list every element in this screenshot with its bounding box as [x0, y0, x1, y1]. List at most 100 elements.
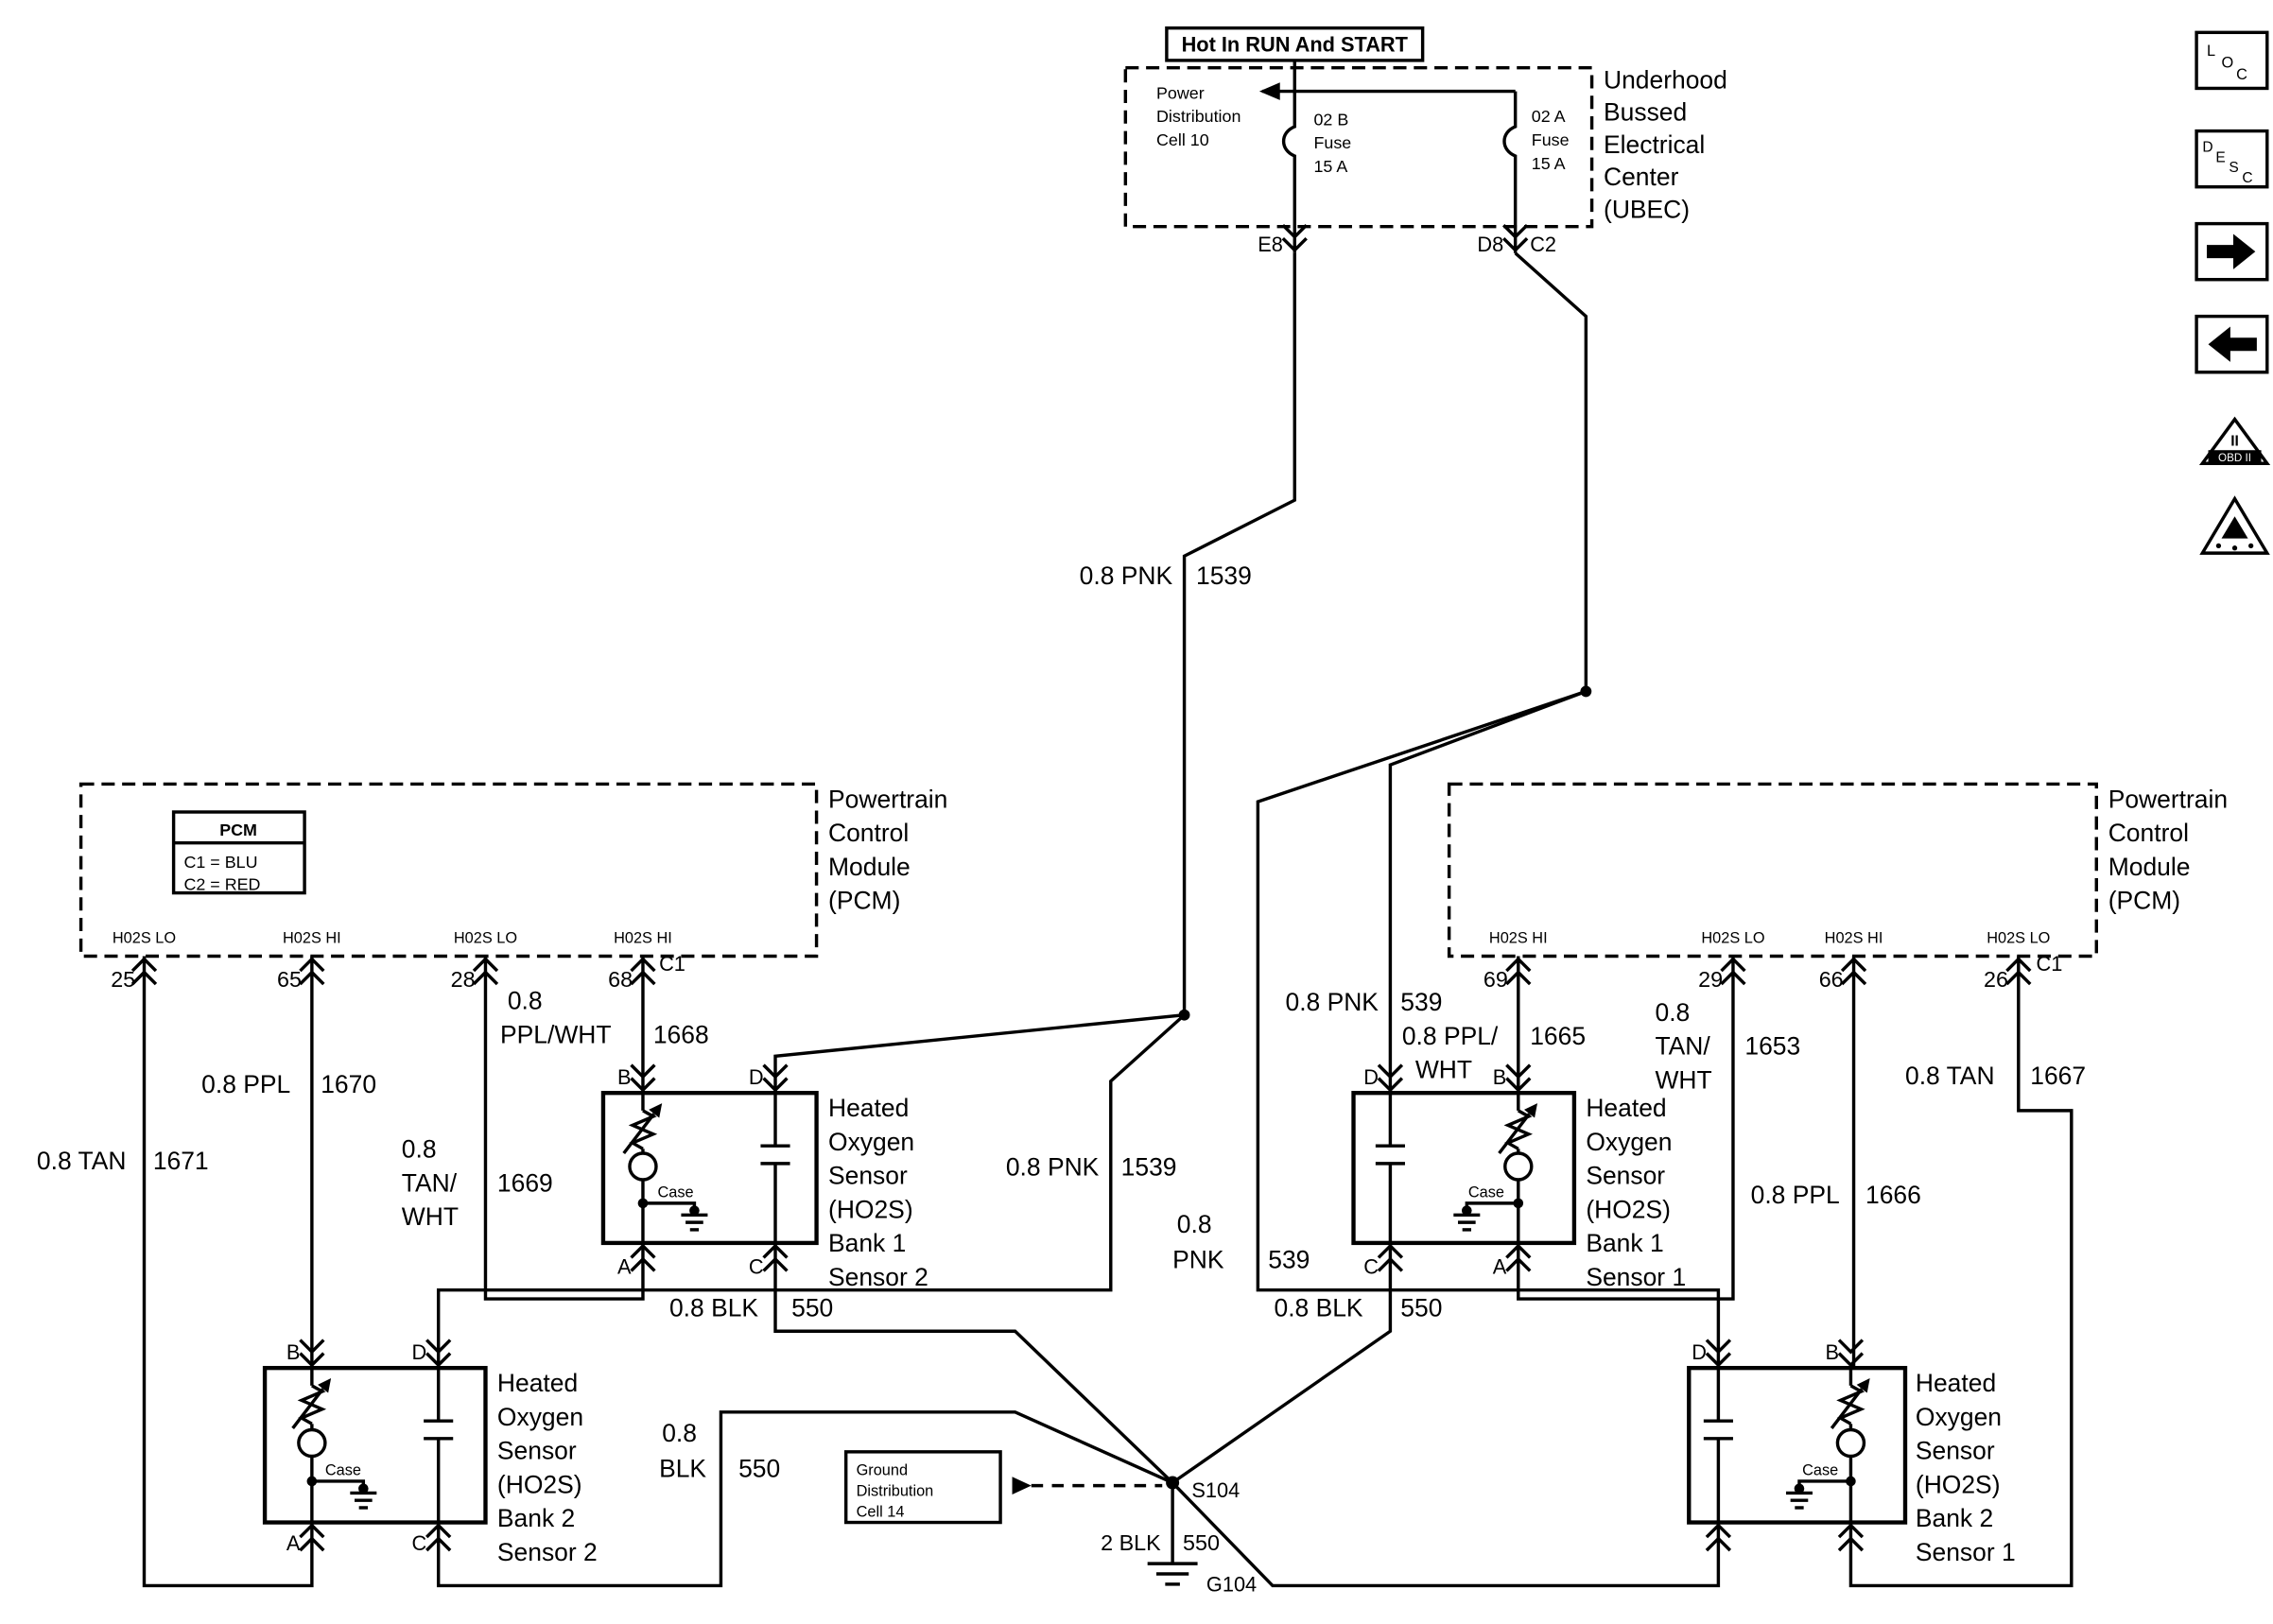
hot-in-run-start: Hot In RUN And START	[1165, 26, 1425, 62]
b1s2-label: Heated	[828, 1094, 909, 1122]
pcm-right-box	[1447, 782, 2098, 959]
pcm-right-connector-c1: C1	[2036, 952, 2062, 976]
hot-label: Hot In RUN And START	[1182, 33, 1409, 57]
desc-button[interactable]: D E S C	[2195, 129, 2269, 189]
wire-label-pnk539-mid: 0.8	[1177, 1210, 1212, 1238]
wire-num-ppl1670: 1670	[321, 1070, 376, 1098]
pcm-right-pin29-num: 29	[1698, 967, 1723, 992]
wire-blk-550-b1s2	[773, 1242, 1174, 1484]
b1s2-box	[600, 1091, 819, 1246]
sensor-ho2s-bank1-sensor1: Case D B C A Heated Oxygen Sensor (HO2S)…	[1351, 1065, 1686, 1291]
ubec-title-5: (UBEC)	[1604, 195, 1690, 223]
wire-label-blk550-bottom: 0.8	[662, 1419, 697, 1447]
loc-letter-c: C	[2236, 66, 2247, 83]
pcm-right-title-4: (PCM)	[2108, 887, 2180, 915]
wire-label-tan1671: 0.8 TAN	[37, 1147, 127, 1175]
pcm-right-pin26-name: H02S LO	[1987, 929, 2050, 946]
b1s2-variable-resistor-icon	[622, 1101, 664, 1155]
power-distribution-ref-2: Distribution	[1156, 107, 1241, 126]
ground-distribution-ref-2: Distribution	[857, 1483, 934, 1500]
b2s1-label-6: Sensor 1	[1916, 1538, 2016, 1566]
pcm-legend-box	[171, 810, 306, 895]
back-button-box[interactable]	[2195, 314, 2269, 374]
arrow-left-icon	[2208, 326, 2257, 362]
pcm-right-pin29-name: H02S LO	[1701, 929, 1764, 946]
pcm-left: PCM C1 = BLU C2 = RED Powertrain Control…	[78, 782, 947, 992]
wire-num-tanwht1653: 1653	[1744, 1032, 1800, 1061]
fuse-02b-label-3: 15 A	[1313, 157, 1347, 176]
b2s2-pin-d: D	[412, 1340, 427, 1364]
wire-label-tanwht1653-2: TAN/	[1655, 1032, 1710, 1061]
next-button-box[interactable]	[2195, 221, 2269, 282]
wire-labels: 0.8 PNK 1539 0.8 PNK 1539 0.8 PNK 539 0.…	[37, 561, 2086, 1482]
b1s1-label-2: Oxygen	[1586, 1128, 1672, 1156]
wire-num-pnk1539-top: 1539	[1196, 561, 1252, 590]
pcm-left-title-4: (PCM)	[828, 887, 900, 915]
loc-button[interactable]: L O C	[2195, 30, 2269, 91]
b1s2-label-2: Oxygen	[828, 1128, 914, 1156]
back-button[interactable]	[2195, 314, 2269, 374]
b2s2-case-ground-icon	[348, 1491, 379, 1510]
pcm-left-connector-c1: C1	[659, 952, 685, 976]
b1s1-pin-a: A	[1493, 1255, 1507, 1279]
wire-tanwht-1653-pin29	[1517, 956, 1735, 1301]
wire-label-tanwht1669-3: WHT	[402, 1202, 459, 1231]
fuse-02b-label: 02 B	[1313, 110, 1348, 129]
b2s1-label-4: (HO2S)	[1916, 1470, 2001, 1498]
ubec: Power Distribution Cell 10 02 B Fuse 15 …	[1123, 65, 1727, 256]
b1s1-variable-resistor-icon	[1497, 1101, 1539, 1155]
desc-letter-c: C	[2242, 170, 2252, 186]
b2s2-label-5: Bank 2	[497, 1504, 575, 1532]
b2s1-case-lead	[1797, 1479, 1851, 1491]
loc-letter-l: L	[2207, 43, 2215, 60]
pcm-legend-title: PCM	[219, 821, 257, 839]
ground-g104-label: G104	[1206, 1573, 1257, 1597]
b1s2-case-ground-icon	[679, 1213, 710, 1232]
b2s2-pin-c: C	[412, 1531, 427, 1555]
b1s2-pin-d: D	[749, 1065, 764, 1089]
pcm-right-pin26-num: 26	[1984, 967, 2008, 992]
wire-pnk-1539-branch	[436, 1013, 1186, 1369]
fuse-02a-label-3: 15 A	[1532, 154, 1566, 173]
b1s2-case-label: Case	[658, 1184, 694, 1201]
b2s1-case-label: Case	[1802, 1462, 1838, 1479]
b2s2-variable-resistor-icon	[290, 1376, 333, 1430]
splice-s104-dot	[1166, 1476, 1180, 1490]
hot-label-box	[1165, 26, 1425, 62]
sensor-ho2s-bank2-sensor2: Case B D A C Heated Oxygen Sensor (HO2S)…	[262, 1340, 598, 1566]
b1s1-pin-b: B	[1493, 1065, 1507, 1089]
b1s1-case-lead	[1465, 1201, 1518, 1213]
pcm-left-pin28-num: 28	[451, 967, 476, 992]
next-button[interactable]	[2195, 221, 2269, 282]
obd2-badge: II OBD II	[2198, 416, 2271, 465]
pin-d8-label: D8	[1477, 233, 1503, 256]
b1s1-label-5: Bank 1	[1586, 1229, 1663, 1257]
b2s1-pinB-connector-icon	[1837, 1338, 1865, 1367]
wire-label-blk550-right: 0.8 BLK	[1274, 1294, 1362, 1322]
wire-label-pnk539-mid-2: PNK	[1172, 1245, 1224, 1273]
b2s1-pin-d: D	[1692, 1340, 1707, 1364]
g104-ground-icon	[1145, 1562, 1200, 1586]
loc-button-box[interactable]	[2195, 30, 2269, 91]
pcm-left-pin68-num: 68	[608, 967, 633, 992]
b1s2-label-5: Bank 1	[828, 1229, 906, 1257]
b1s2-label-4: (HO2S)	[828, 1195, 913, 1223]
b2s2-ground-dot	[358, 1483, 369, 1494]
pcm-left-pin28-name: H02S LO	[454, 929, 517, 946]
power-distribution-ref: Power	[1156, 83, 1205, 102]
wire-num-pnk539-mid: 539	[1268, 1245, 1310, 1273]
b1s1-box	[1351, 1091, 1577, 1246]
b1s2-ground-dot	[689, 1205, 700, 1216]
wire-label-tanwht1653: 0.8	[1655, 998, 1690, 1027]
b2s2-pin-a: A	[286, 1531, 301, 1555]
b2s2-pin-b: B	[286, 1340, 301, 1364]
b1s2-pin-b: B	[617, 1065, 632, 1089]
desc-button-box[interactable]	[2195, 129, 2269, 189]
wire-tan-1671-pin25	[142, 956, 314, 1588]
b2s2-label-3: Sensor	[497, 1437, 577, 1465]
ground-distribution-ref-3: Cell 14	[857, 1503, 905, 1520]
wire-num-blk550-left: 550	[791, 1294, 833, 1322]
wire-num-tanwht1669: 1669	[497, 1168, 553, 1197]
desc-letter-d: D	[2202, 139, 2212, 155]
pcm-right-pin69-name: H02S HI	[1489, 929, 1548, 946]
